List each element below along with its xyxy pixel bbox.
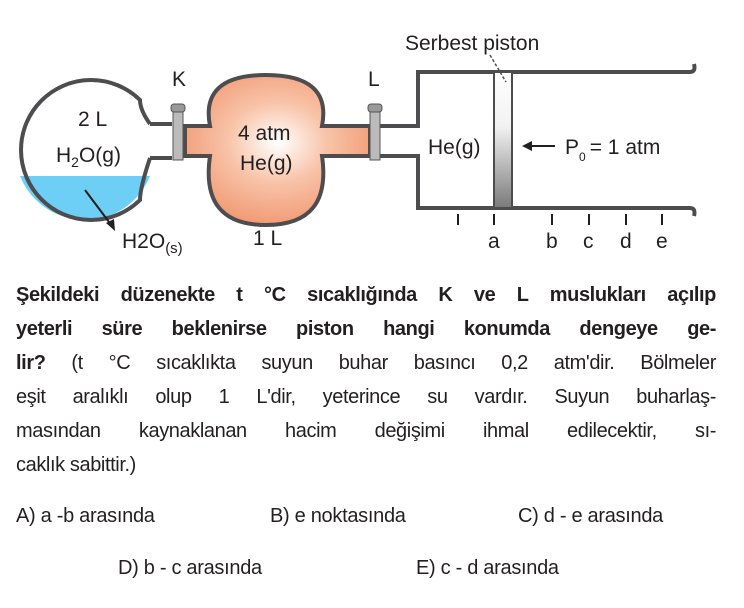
piston-pointer — [489, 54, 507, 83]
scale-label-b: b — [546, 230, 558, 253]
water-label: H2O(s) — [122, 230, 183, 257]
scale-label-a: a — [488, 230, 500, 253]
cylinder — [380, 63, 697, 217]
middle-flask — [183, 72, 372, 228]
piston-label: Serbest piston — [405, 32, 539, 55]
option-c[interactable]: C) d - e arasında — [518, 505, 663, 527]
outside-pressure: P0= 1 atm — [565, 136, 660, 164]
option-b[interactable]: B) e noktasında — [270, 505, 406, 527]
valve-k[interactable] — [170, 103, 186, 161]
question-note: (t °C sıcaklıkta suyun buhar basıncı 0,2… — [45, 352, 716, 374]
middle-flask-volume: 1 L — [253, 227, 282, 250]
left-flask-volume: 2 L — [78, 108, 107, 131]
scale-label-c: c — [583, 230, 594, 253]
free-piston[interactable] — [493, 71, 513, 209]
valve-l-label: L — [368, 68, 380, 91]
middle-flask-pressure: 4 atm — [238, 122, 291, 145]
middle-flask-gas: He(g) — [240, 152, 293, 175]
question-line: masından kaynaklanan hacim değişimi ihma… — [16, 420, 716, 442]
question-bold-end: lir? — [16, 352, 46, 374]
option-a[interactable]: A) a -b arasında — [16, 505, 155, 527]
scale-label-e: e — [656, 230, 668, 253]
question-line: lir? (t °C sıcaklıkta suyun buhar basınc… — [16, 346, 716, 380]
question-line: eşit aralıklı olup 1 L'dir, yeterince su… — [16, 386, 716, 408]
question-text: Şekildeki düzenekte t °C sıcaklığında K … — [16, 278, 716, 482]
question-line: yeterli süre beklenirse piston hangi kon… — [16, 318, 716, 340]
left-flask-gas: H2O(g) — [56, 144, 121, 170]
cylinder-gas: He(g) — [428, 136, 481, 159]
apparatus-diagram: Serbest piston K L 2 L H2O(g) H2O(s) 4 a… — [15, 32, 697, 257]
option-d[interactable]: D) b - c arasında — [118, 557, 262, 579]
valve-l[interactable] — [367, 103, 383, 161]
question-line: caklık sabittir.) — [16, 454, 136, 476]
valve-k-label: K — [172, 68, 186, 91]
option-e[interactable]: E) c - d arasında — [416, 557, 559, 579]
scale-ticks — [457, 214, 663, 225]
question-line: Şekildeki düzenekte t °C sıcaklığında K … — [16, 284, 716, 306]
scale-label-d: d — [620, 230, 632, 253]
